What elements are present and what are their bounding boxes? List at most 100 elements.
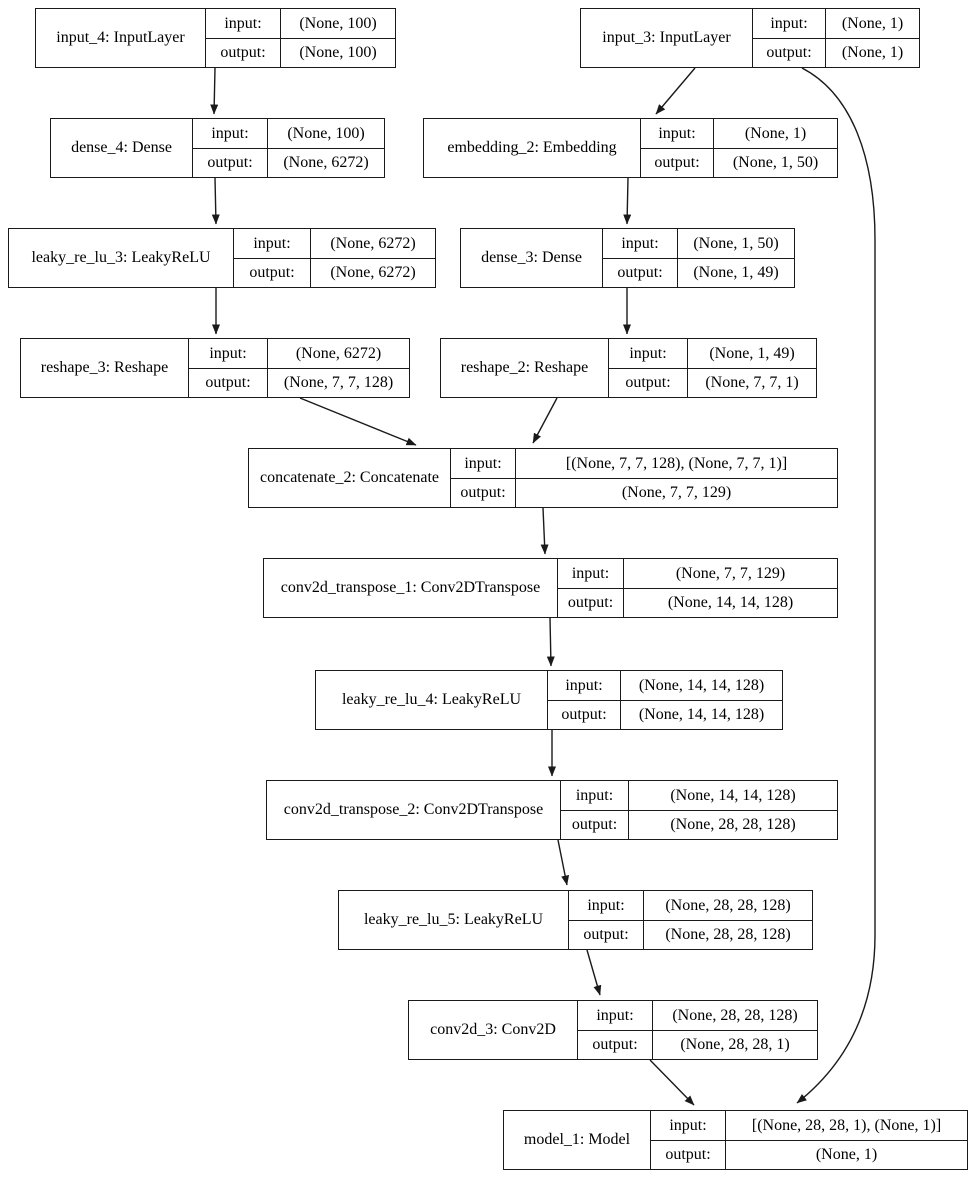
edge-reshape_3-to-concatenate_2	[299, 397, 417, 446]
output-key: output:	[641, 149, 714, 177]
input-shape: (None, 7, 7, 129)	[675, 564, 786, 582]
layer-label: concatenate_2: Concatenate	[249, 449, 451, 507]
layer-node-input_3: input_3: InputLayer input: (None, 1) out…	[580, 8, 920, 68]
output-row: output: (None, 1)	[753, 38, 919, 67]
layer-label: leaky_re_lu_5: LeakyReLU	[339, 891, 569, 949]
output-shape: (None, 6272)	[283, 154, 369, 172]
output-row: output: (None, 1, 50)	[641, 148, 837, 177]
edge-reshape_2-to-concatenate_2	[532, 397, 558, 444]
edge-input_4-to-dense_4	[210, 67, 219, 115]
output-row: output: (None, 6272)	[193, 148, 384, 177]
output-row: output: (None, 7, 7, 129)	[451, 478, 837, 507]
input-row: input: (None, 100)	[206, 9, 395, 38]
input-row: input: (None, 7, 7, 129)	[558, 559, 837, 588]
io-table: input: (None, 6272) output: (None, 6272)	[234, 229, 435, 287]
edge-input_3-to-embedding_2	[655, 67, 696, 115]
input-row: input: (None, 1)	[641, 119, 837, 148]
input-shape: (None, 28, 28, 128)	[672, 1006, 798, 1024]
input-key: input:	[193, 119, 268, 148]
output-shape: (None, 28, 28, 1)	[680, 1036, 790, 1054]
output-shape: (None, 28, 28, 128)	[670, 816, 796, 834]
output-key: output:	[193, 149, 268, 177]
input-shape: [(None, 28, 28, 1), (None, 1)]	[751, 1116, 942, 1134]
io-table: input: (None, 100) output: (None, 100)	[206, 9, 395, 67]
io-table: input: (None, 6272) output: (None, 7, 7,…	[189, 339, 409, 397]
layer-label: input_4: InputLayer	[36, 9, 206, 67]
output-shape: (None, 100)	[299, 44, 377, 62]
output-row: output: (None, 14, 14, 128)	[548, 700, 782, 729]
input-key: input:	[609, 339, 688, 368]
output-shape: (None, 1, 50)	[732, 154, 819, 172]
input-shape: [(None, 7, 7, 128), (None, 7, 7, 1)]	[565, 454, 788, 472]
layer-label: conv2d_3: Conv2D	[409, 1001, 578, 1059]
input-row: input: (None, 14, 14, 128)	[561, 781, 837, 810]
output-key: output:	[578, 1031, 653, 1059]
edge-conv2d_3-to-model_1	[649, 1059, 695, 1106]
layer-node-input_4: input_4: InputLayer input: (None, 100) o…	[35, 8, 396, 68]
output-shape: (None, 14, 14, 128)	[667, 594, 794, 612]
input-key: input:	[578, 1001, 653, 1030]
layer-label: leaky_re_lu_4: LeakyReLU	[316, 671, 548, 729]
output-row: output: (None, 6272)	[234, 258, 435, 287]
io-table: input: (None, 28, 28, 128) output: (None…	[578, 1001, 817, 1059]
input-key: input:	[451, 449, 516, 478]
layer-label: dense_4: Dense	[51, 119, 193, 177]
input-row: input: [(None, 7, 7, 128), (None, 7, 7, …	[451, 449, 837, 478]
layer-node-conv2d_transpose_1: conv2d_transpose_1: Conv2DTranspose inpu…	[263, 558, 838, 618]
input-row: input: (None, 6272)	[234, 229, 435, 258]
layer-label: reshape_3: Reshape	[21, 339, 189, 397]
output-key: output:	[206, 39, 281, 67]
layer-label: model_1: Model	[504, 1111, 651, 1169]
edge-input_3-to-model_1	[796, 67, 876, 1104]
output-row: output: (None, 28, 28, 128)	[569, 920, 812, 949]
layer-label: dense_3: Dense	[461, 229, 603, 287]
output-row: output: (None, 28, 28, 1)	[578, 1030, 817, 1059]
layer-label: leaky_re_lu_3: LeakyReLU	[9, 229, 234, 287]
layer-label: conv2d_transpose_1: Conv2DTranspose	[264, 559, 558, 617]
layer-node-leaky_re_lu_5: leaky_re_lu_5: LeakyReLU input: (None, 2…	[338, 890, 813, 950]
output-row: output: (None, 28, 28, 128)	[561, 810, 837, 839]
io-table: input: (None, 1, 49) output: (None, 7, 7…	[609, 339, 816, 397]
output-key: output:	[651, 1141, 726, 1169]
layer-node-conv2d_3: conv2d_3: Conv2D input: (None, 28, 28, 1…	[408, 1000, 818, 1060]
input-shape: (None, 14, 14, 128)	[670, 786, 796, 804]
input-shape: (None, 100)	[299, 14, 377, 32]
input-row: input: (None, 6272)	[189, 339, 409, 368]
output-shape: (None, 28, 28, 128)	[665, 926, 791, 944]
input-key: input:	[561, 781, 629, 810]
layer-node-dense_4: dense_4: Dense input: (None, 100) output…	[50, 118, 385, 178]
input-row: input: (None, 1, 50)	[603, 229, 794, 258]
output-key: output:	[558, 589, 624, 617]
input-key: input:	[234, 229, 311, 258]
input-row: input: (None, 28, 28, 128)	[569, 891, 812, 920]
io-table: input: (None, 1, 50) output: (None, 1, 4…	[603, 229, 794, 287]
io-table: input: (None, 1) output: (None, 1)	[753, 9, 919, 67]
input-key: input:	[569, 891, 644, 920]
input-shape: (None, 1, 49)	[709, 344, 795, 362]
input-shape: (None, 1)	[744, 124, 807, 142]
layer-node-embedding_2: embedding_2: Embedding input: (None, 1) …	[423, 118, 838, 178]
output-row: output: (None, 1, 49)	[603, 258, 794, 287]
layer-node-conv2d_transpose_2: conv2d_transpose_2: Conv2DTranspose inpu…	[266, 780, 838, 840]
output-shape: (None, 1)	[841, 44, 904, 62]
output-shape: (None, 7, 7, 129)	[621, 484, 732, 502]
output-key: output:	[548, 701, 621, 729]
input-shape: (None, 28, 28, 128)	[665, 896, 791, 914]
layer-label: conv2d_transpose_2: Conv2DTranspose	[267, 781, 561, 839]
output-row: output: (None, 7, 7, 1)	[609, 368, 816, 397]
input-shape: (None, 6272)	[295, 344, 382, 362]
output-shape: (None, 7, 7, 1)	[705, 374, 799, 392]
output-shape: (None, 1, 49)	[693, 264, 779, 282]
layer-node-leaky_re_lu_3: leaky_re_lu_3: LeakyReLU input: (None, 6…	[8, 228, 436, 288]
io-table: input: (None, 100) output: (None, 6272)	[193, 119, 384, 177]
layer-label: reshape_2: Reshape	[441, 339, 609, 397]
output-key: output:	[451, 479, 516, 507]
output-shape: (None, 6272)	[330, 264, 416, 282]
output-key: output:	[561, 811, 629, 839]
output-shape: (None, 1)	[815, 1146, 878, 1164]
output-key: output:	[753, 39, 826, 67]
edge-conv2d_transpose_2-to-leaky_re_lu_5	[557, 839, 570, 886]
edge-leaky_re_lu_5-to-conv2d_3	[586, 949, 602, 996]
